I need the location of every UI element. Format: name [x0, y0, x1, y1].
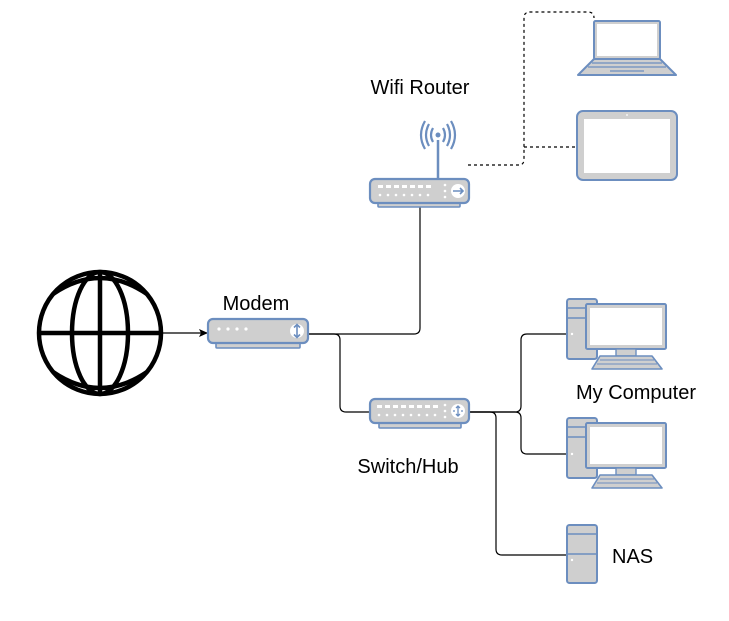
my-computer-label: My Computer	[576, 382, 696, 404]
switch-label: Switch/Hub	[357, 456, 458, 478]
edge-switch-my-computer[interactable]	[470, 333, 567, 413]
tablet-icon[interactable]	[576, 110, 678, 181]
wifi-router-label: Wifi Router	[371, 77, 470, 99]
laptop-icon[interactable]	[577, 20, 677, 76]
edge-switch-computer-2[interactable]	[470, 411, 567, 455]
modem-icon[interactable]	[206, 317, 310, 349]
desktop-computer-icon[interactable]	[566, 417, 667, 489]
modem-label: Modem	[223, 293, 290, 315]
nas-server-icon[interactable]	[566, 524, 598, 584]
edge-modem-switch[interactable]	[309, 333, 370, 413]
edge-switch-nas[interactable]	[470, 411, 567, 556]
edge-wifi-router-laptop[interactable]	[468, 11, 595, 166]
nas-label: NAS	[612, 546, 653, 568]
switch-icon[interactable]	[368, 397, 471, 429]
desktop-computer-icon[interactable]	[566, 298, 667, 370]
edges	[163, 11, 595, 556]
globe-icon[interactable]	[36, 269, 164, 397]
edge-modem-wifi-router[interactable]	[309, 206, 421, 335]
wireless-router-icon[interactable]	[368, 120, 471, 208]
